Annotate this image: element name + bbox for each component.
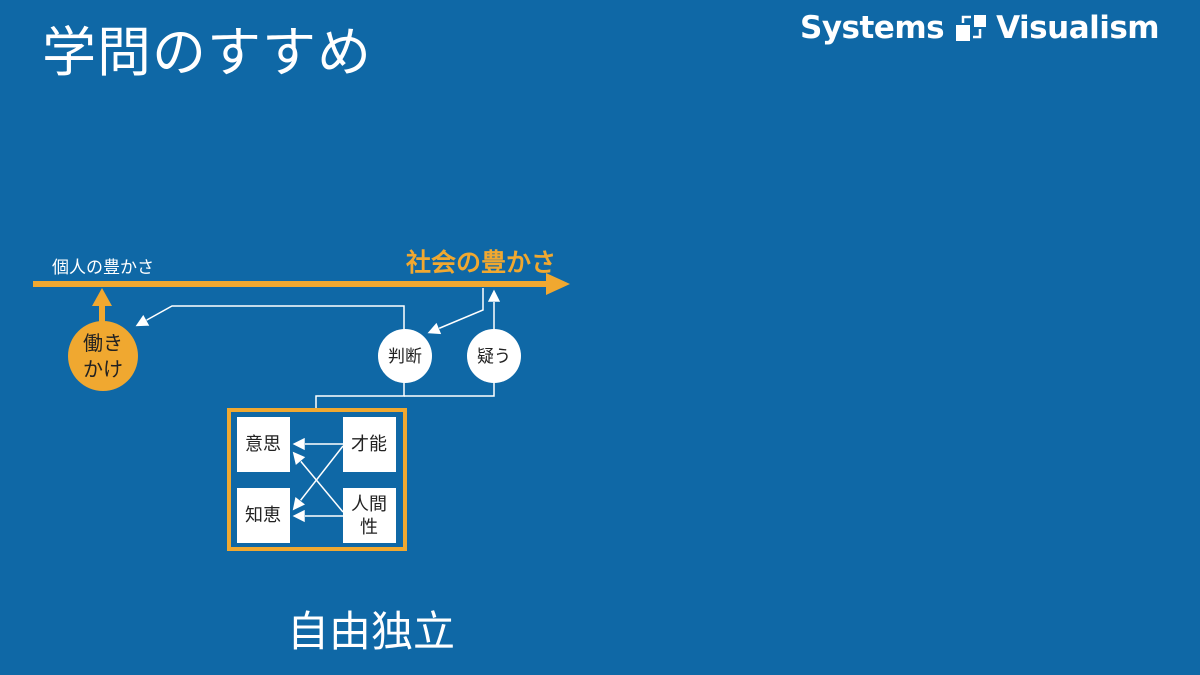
humanity-box — [343, 488, 396, 543]
judgment-node-label: 判断 — [388, 347, 422, 367]
boxes-arrows-icon — [956, 15, 987, 41]
action-node-label-1: 働き — [83, 331, 123, 355]
humanity-to-will-arrow — [293, 452, 344, 513]
humanity-label-1: 人間 — [351, 494, 387, 515]
independence-caption: 自由独立 — [286, 607, 455, 656]
faculties-box: 意思 知恵 才能 人間 性 — [227, 408, 407, 551]
doubt-node: 疑う — [467, 329, 521, 383]
logo-word-visualism: Visualism — [996, 10, 1160, 46]
action-node-label-2: かけ — [83, 357, 123, 381]
judgment-to-action-arrow — [136, 305, 405, 330]
talent-label: 才能 — [351, 434, 387, 455]
action-node: 働き かけ — [68, 321, 138, 391]
box-to-judgment-line — [315, 382, 405, 410]
doubt-node-label: 疑う — [477, 347, 511, 367]
wisdom-label: 知恵 — [245, 505, 281, 526]
society-richness-label: 社会の豊かさ — [406, 248, 556, 277]
talent-to-wisdom-arrow — [293, 445, 344, 510]
will-label: 意思 — [245, 434, 281, 455]
individual-richness-label: 個人の豊かさ — [52, 258, 154, 278]
wisdom-box — [237, 488, 290, 543]
talent-box — [343, 417, 396, 472]
society-to-judgment-arrow — [428, 288, 484, 333]
logo-word-systems: Systems — [800, 10, 945, 46]
axis-arrowhead — [546, 273, 570, 295]
doubt-to-society-arrow — [404, 382, 495, 397]
action-up-arrow — [92, 288, 112, 322]
humanity-label-2: 性 — [360, 517, 378, 538]
will-box — [237, 417, 290, 472]
richness-axis — [33, 273, 570, 295]
judgment-node: 判断 — [378, 329, 432, 383]
systems-visualism-logo: Systems Visualism — [800, 8, 1192, 48]
slide-title: 学問のすすめ — [42, 21, 372, 84]
